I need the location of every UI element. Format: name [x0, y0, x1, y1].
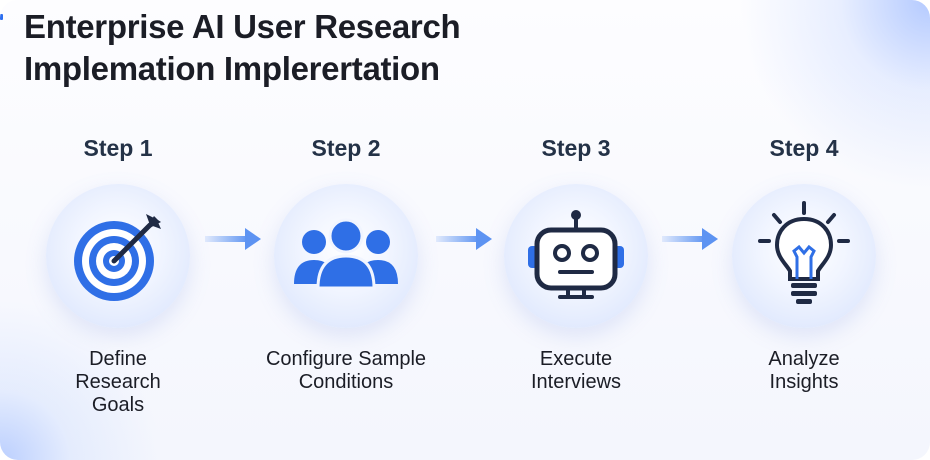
step-icon-circle	[504, 184, 648, 328]
step-4: Step 4 Analyze Insights	[704, 134, 904, 394]
step-3: Step 3 Execute Interviews	[476, 134, 676, 394]
lightbulb-icon	[758, 201, 850, 304]
arrow-right-icon	[662, 228, 718, 250]
title-line-2: Implemation Implerertation	[24, 50, 440, 87]
step-label: Step 2	[311, 135, 381, 161]
corner-accent	[0, 14, 3, 20]
title-line-1: Enterprise AI User Research	[24, 8, 461, 45]
people-icon	[294, 218, 398, 290]
arrow-right-icon	[436, 228, 492, 250]
step-icon-circle	[46, 184, 190, 328]
robot-icon	[528, 210, 624, 299]
step-caption: Analyze Insights	[768, 348, 840, 393]
step-1: Step 1 Define Research Goals	[18, 134, 218, 417]
step-label: Step 4	[769, 135, 839, 161]
page-title: Enterprise AI User Research Implemation …	[24, 6, 461, 90]
step-caption: Define Research Goals	[75, 348, 161, 416]
step-2: Step 2 Configure Sample Conditions	[246, 134, 446, 394]
step-caption: Configure Sample Conditions	[265, 348, 427, 393]
arrow-right-icon	[205, 228, 261, 250]
step-label: Step 3	[541, 135, 611, 161]
step-caption: Execute Interviews	[530, 348, 622, 393]
step-label: Step 1	[83, 135, 153, 161]
step-icon-circle	[274, 184, 418, 328]
target-icon	[74, 214, 161, 301]
step-icon-circle	[732, 184, 876, 328]
